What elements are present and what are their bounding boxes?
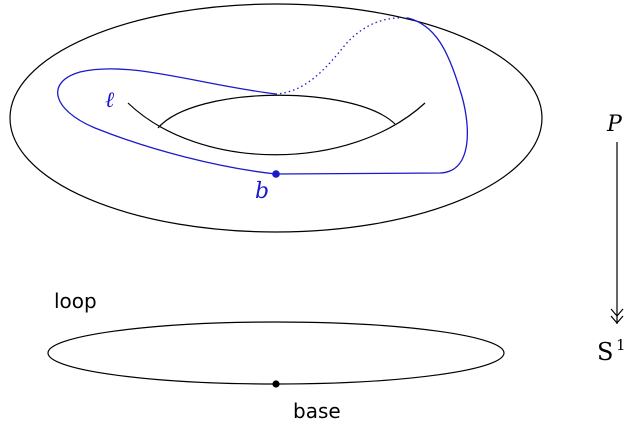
basepoint-label-b: b	[255, 179, 269, 204]
total-space-label: P	[606, 112, 623, 137]
base-space-exponent: 1	[616, 336, 626, 354]
base-circle: loop base	[47, 289, 505, 423]
loop-label-ell: ℓ	[105, 88, 115, 113]
fibration-map: P S 1	[597, 112, 626, 366]
torus	[9, 3, 543, 233]
torus-hole-lower-curve	[127, 102, 426, 156]
circle-base-label: base	[293, 399, 341, 423]
torus-loop: ℓ b	[57, 17, 468, 204]
torus-outer-boundary	[9, 3, 543, 233]
loop-hidden-path	[275, 17, 409, 95]
base-point-dot	[272, 380, 280, 388]
projection-arrow-head	[610, 308, 624, 324]
loop-front-path	[57, 17, 468, 175]
torus-hole-upper-curve	[157, 94, 396, 129]
basepoint-b-dot	[272, 170, 280, 178]
base-space-label: S	[597, 338, 613, 366]
circle-ellipse	[47, 321, 505, 385]
circle-loop-label: loop	[54, 289, 97, 313]
